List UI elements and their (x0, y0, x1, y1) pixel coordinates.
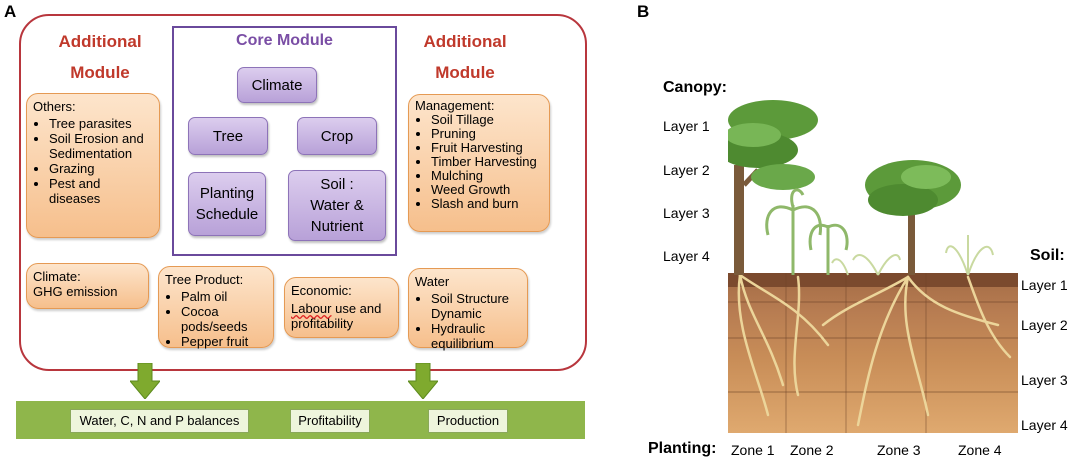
agroforestry-illustration (728, 100, 1018, 433)
zone-4: Zone 4 (958, 442, 1002, 458)
soil-layer-4: Layer 4 (1021, 417, 1068, 433)
canopy-layer-1: Layer 1 (663, 118, 710, 134)
output-profitability: Profitability (290, 409, 370, 433)
canopy-layer-2: Layer 2 (663, 162, 710, 178)
additional-module-right-title: Additional Module (423, 32, 507, 82)
down-arrow-right-icon (408, 363, 438, 399)
small-tree-trunk (908, 215, 915, 275)
soil-layer-3: Layer 3 (1021, 372, 1068, 388)
zone-3: Zone 3 (877, 442, 921, 458)
water-box: Water Soil Structure Dynamic Hydraulic e… (408, 268, 528, 351)
soil-water-nutrient-box: Soil :Water &Nutrient (288, 170, 386, 241)
crop-box: Crop (297, 117, 377, 155)
additional-module-left-title: Additional Module (58, 32, 142, 82)
panel-b-letter: B (637, 2, 650, 21)
soil-layer-2: Layer 2 (1021, 317, 1068, 333)
climate-box: Climate (237, 67, 317, 103)
soil-label: Soil: (1030, 247, 1065, 264)
soil-profile (728, 273, 1018, 433)
tree-box: Tree (188, 117, 268, 155)
zone-1: Zone 1 (731, 442, 775, 458)
output-water-balances: Water, C, N and P balances (70, 409, 249, 433)
canopy-layer-3: Layer 3 (663, 205, 710, 221)
soil-layer-1: Layer 1 (1021, 277, 1068, 293)
management-box: Management: Soil Tillage Pruning Fruit H… (408, 94, 550, 232)
core-module-title: Core Module (236, 32, 333, 49)
zone-2: Zone 2 (790, 442, 834, 458)
canopy-layer-4: Layer 4 (663, 248, 710, 264)
large-tree-trunk (734, 165, 744, 275)
panel-a-letter: A (4, 2, 17, 21)
down-arrow-left-icon (130, 363, 160, 399)
climate-ghg-box: Climate: GHG emission (26, 263, 149, 309)
tree-product-box: Tree Product: Palm oil Cocoa pods/seeds … (158, 266, 274, 349)
planting-label: Planting: (648, 440, 717, 457)
economic-box: Economic: Labour use and profitability (284, 277, 399, 338)
output-production: Production (428, 409, 508, 433)
canopy-label: Canopy: (663, 79, 727, 96)
others-box: Others: Tree parasites Soil Erosion and … (26, 93, 160, 238)
